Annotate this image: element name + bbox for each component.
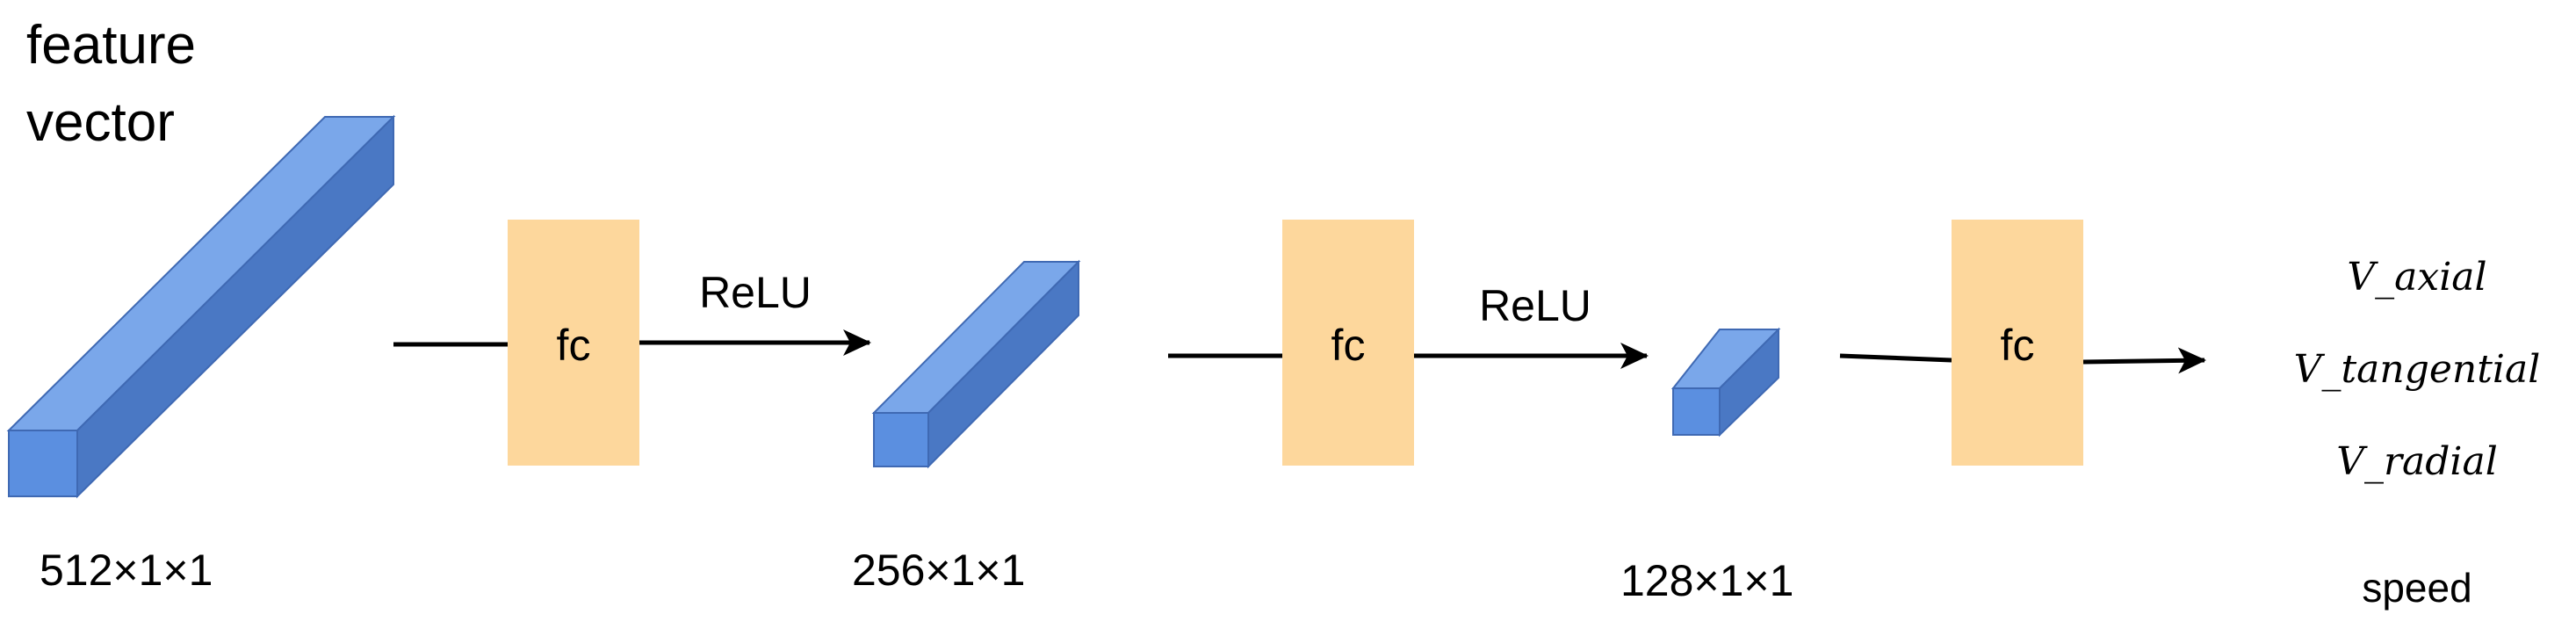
fc-label-2: fc [1331,321,1366,370]
relu-label-1: ReLU [699,268,812,317]
fc-box-1 [508,220,639,466]
dim-label-128: 128×1×1 [1620,556,1793,605]
cuboid-front-face [8,430,78,497]
cuboid-top-face [6,116,396,431]
feature-vector-label-line2: vector [26,92,175,153]
fc-layer-1: fc [508,220,639,466]
feature-vector-label-line1: feature [26,15,196,76]
fc-box-3 [1952,220,2083,466]
fc-label-3: fc [2001,321,2035,370]
output-v-radial: V_radial [2336,439,2498,484]
feature-vector-cuboid [6,114,396,499]
output-v-tangential: V_tangential [2294,347,2541,392]
hidden-128-cuboid [1670,327,1781,437]
output-v-axial: V_axial [2347,255,2486,300]
dim-label-512: 512×1×1 [40,546,213,595]
dim-label-256: 256×1×1 [852,546,1025,595]
connector-line-3 [1839,353,1952,363]
cuboid-side-face [76,114,394,499]
fc-box-2 [1282,220,1414,466]
fc-layer-2: fc [1282,220,1414,466]
hidden-256-cuboid [871,259,1081,469]
relu-label-2: ReLU [1479,281,1591,330]
fc-layer-3: fc [1952,220,2083,466]
output-arrow [2082,347,2206,374]
fc-label-1: fc [557,321,591,370]
cuboid-front-face [873,412,929,467]
cuboid-front-face [1672,387,1721,436]
output-caption-speed: speed [2362,565,2471,611]
